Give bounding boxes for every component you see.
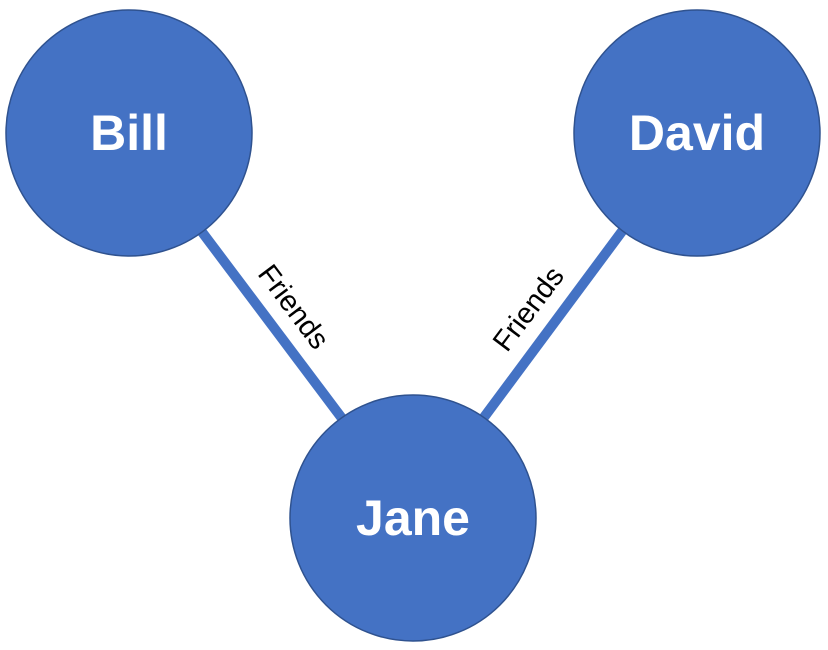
node-jane-label: Jane <box>356 490 470 546</box>
edge-line-david-jane <box>477 227 628 423</box>
node-david-label: David <box>629 105 765 161</box>
edge-david-jane: Friends <box>477 227 628 423</box>
node-bill: Bill <box>5 9 253 257</box>
node-david-circle <box>573 9 821 257</box>
node-jane: Jane <box>289 394 537 642</box>
node-david: David <box>573 9 821 257</box>
node-bill-label: Bill <box>90 105 168 161</box>
node-bill-circle <box>5 9 253 257</box>
edge-line-bill-jane <box>198 228 348 425</box>
node-jane-circle <box>289 394 537 642</box>
edge-bill-jane: Friends <box>198 228 348 425</box>
